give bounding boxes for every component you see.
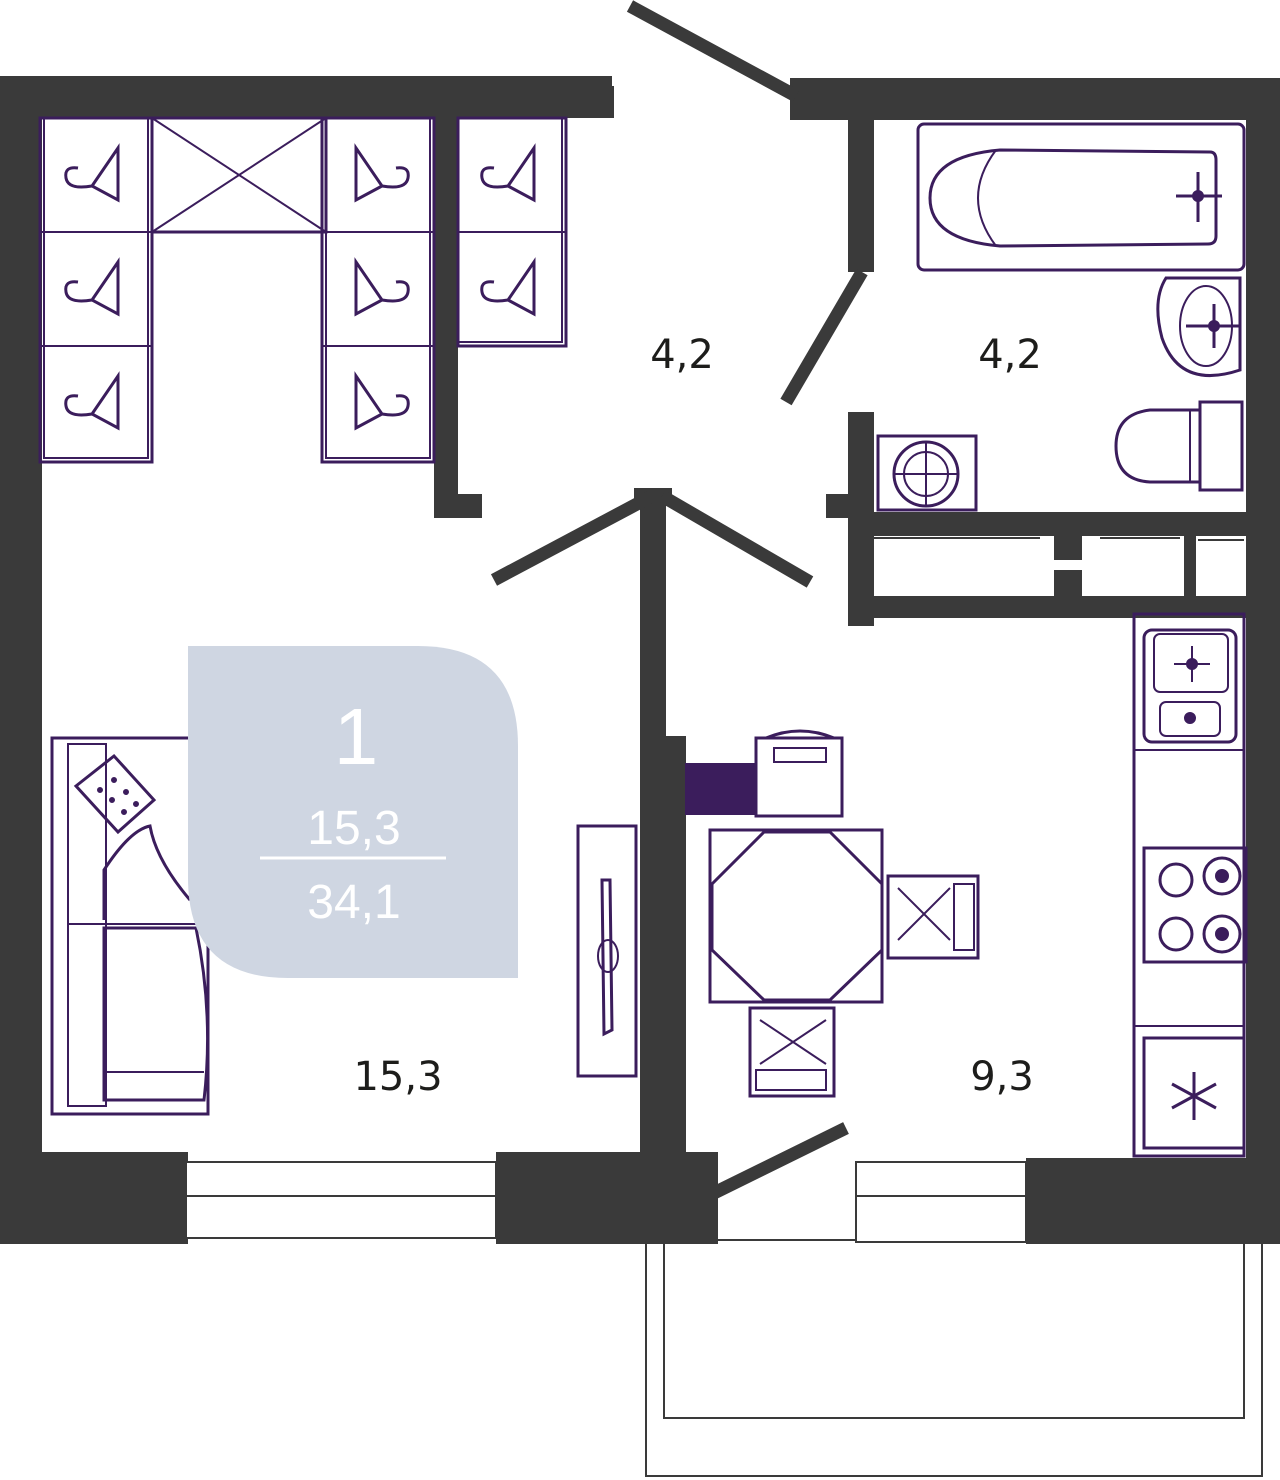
hanger-icon [354, 143, 410, 203]
tv-stand [576, 824, 638, 1078]
washing-machine [876, 434, 978, 512]
window-kitchen [855, 1161, 1027, 1243]
pillow [73, 753, 157, 835]
dining-table [708, 828, 884, 1004]
hanger-icon [354, 257, 410, 317]
sink [1156, 276, 1242, 378]
hanger-icon [480, 257, 536, 317]
toilet [1114, 400, 1244, 492]
sofa [50, 736, 210, 1116]
hanger-icon [480, 143, 536, 203]
balcony [645, 1239, 1263, 1477]
apartment-badge: 1 15,3 34,1 [188, 646, 518, 978]
kitchen-sink [1142, 628, 1238, 744]
living-area: 15,3 [307, 802, 400, 855]
total-area: 34,1 [307, 876, 400, 929]
area-label-kitchen: 9,3 [970, 1054, 1034, 1100]
hanger-icon [64, 143, 120, 203]
window-living-room [185, 1161, 497, 1239]
walls [0, 76, 1280, 1244]
hanger-icon [64, 371, 120, 431]
area-label-living-room: 15,3 [353, 1054, 442, 1100]
area-label-bathroom: 4,2 [978, 332, 1042, 378]
snowflake-icon [1171, 1072, 1217, 1120]
stove [1142, 846, 1248, 964]
dining-chair [886, 874, 980, 960]
bathtub [916, 122, 1246, 272]
badge-shape [188, 646, 518, 978]
fridge [1142, 1036, 1246, 1150]
hanger-icon [64, 257, 120, 317]
hanger-icon [354, 371, 410, 431]
area-label-hallway: 4,2 [650, 332, 714, 378]
room-count: 1 [334, 692, 379, 781]
wardrobe [38, 116, 568, 464]
dining-chair [748, 1006, 836, 1098]
dining-chair [685, 729, 844, 818]
kitchen-counter [1132, 612, 1246, 1158]
ventilation-shaft [868, 537, 1244, 541]
doors [490, 0, 868, 1200]
